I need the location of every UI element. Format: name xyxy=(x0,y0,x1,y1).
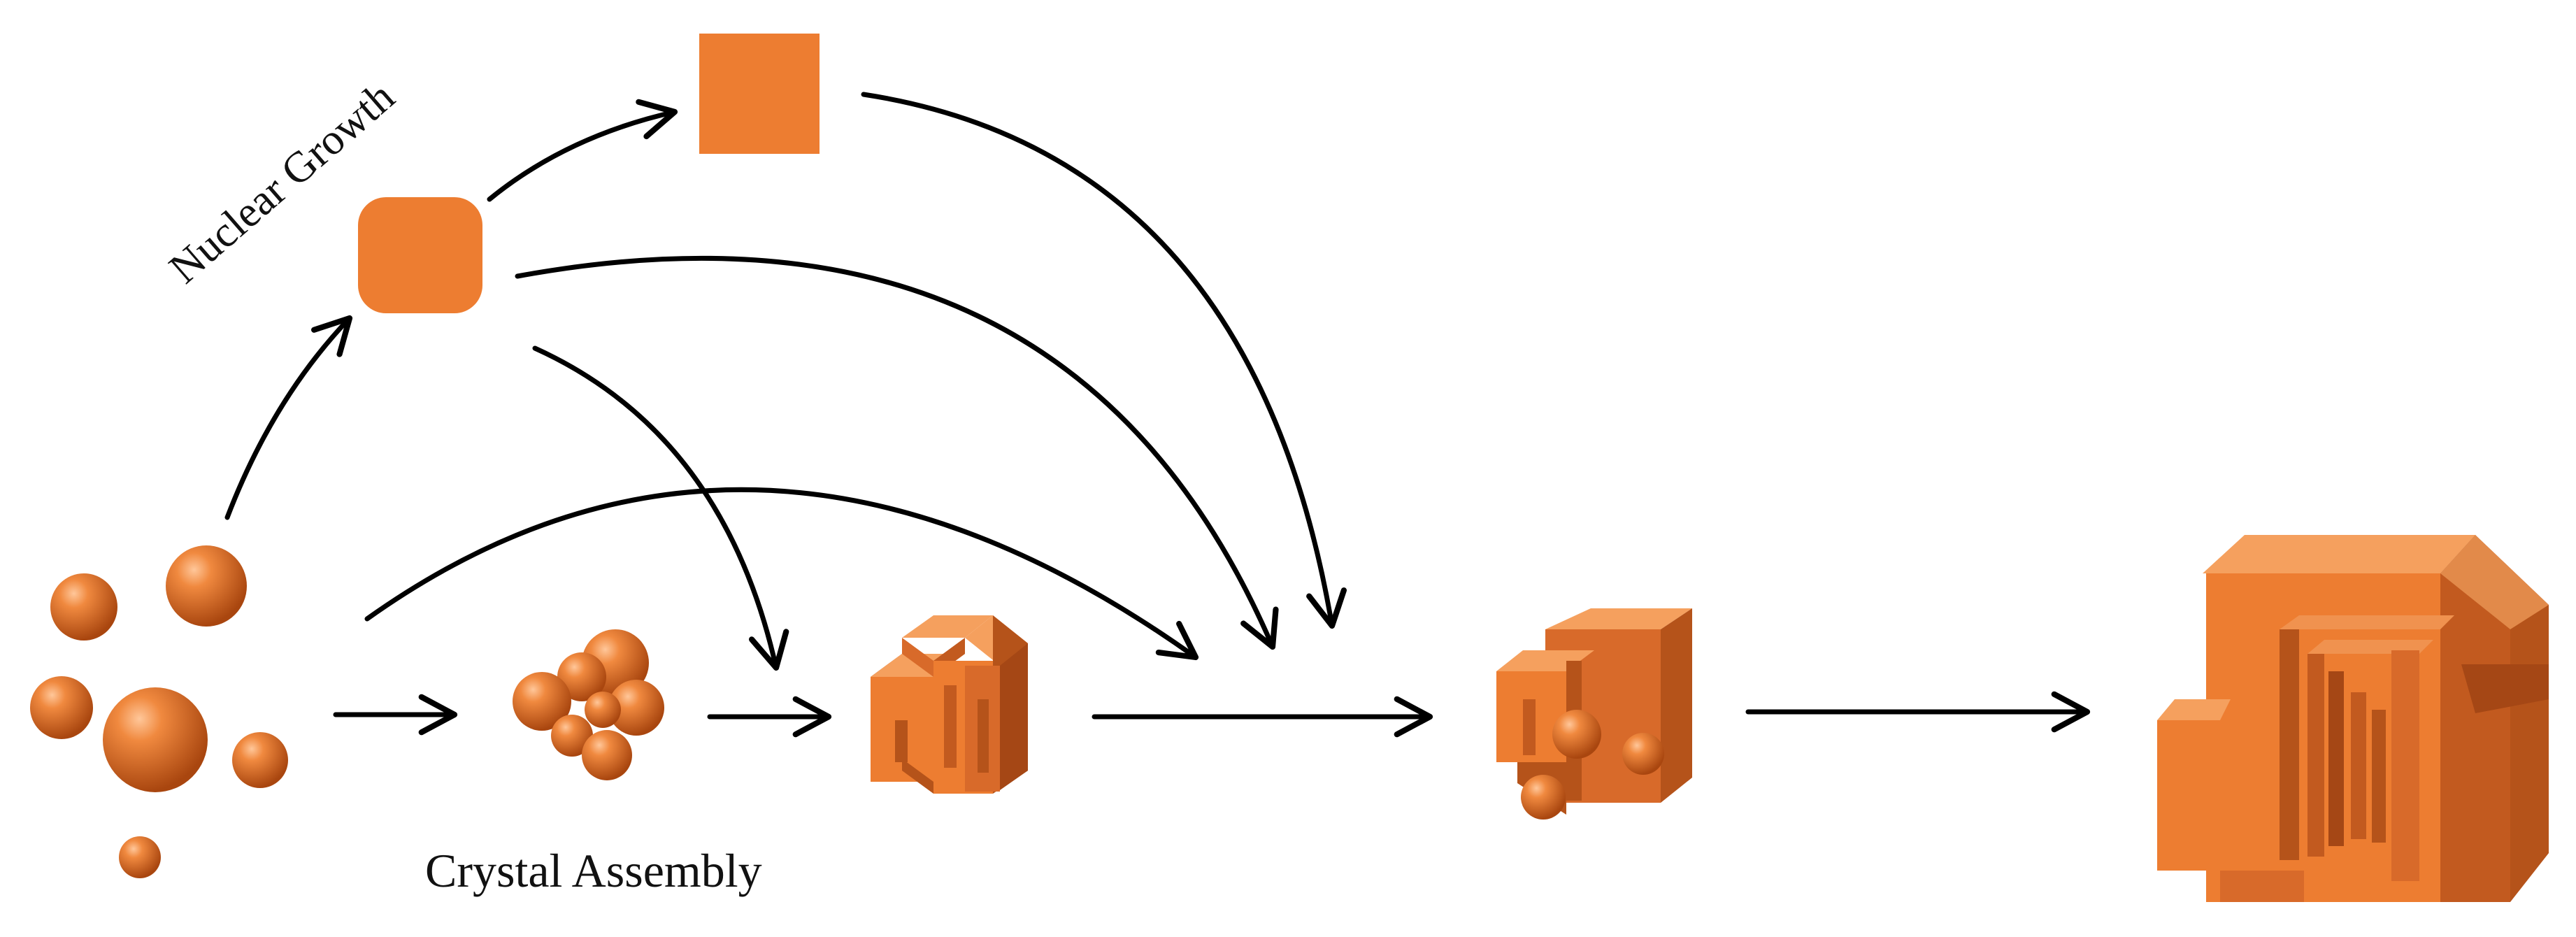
arrow-nuclei-to-main-axis xyxy=(364,487,1199,661)
arrow-nuclei-to-rounded-square xyxy=(224,315,353,520)
small-stepped-cube xyxy=(871,615,1028,794)
crystal-assembly-label: Crystal Assembly xyxy=(425,844,762,897)
aggregate-sphere xyxy=(608,680,664,736)
attached-sphere xyxy=(1622,733,1664,775)
rounded-square-particle xyxy=(358,197,482,313)
nucleus-sphere xyxy=(30,676,93,739)
nuclei-spheres xyxy=(30,545,288,878)
cube-with-spheres xyxy=(1496,608,1692,820)
nucleus-sphere xyxy=(119,836,161,878)
arrow-rounded-square-to-cube xyxy=(515,255,1279,650)
arrow-rounded-square-to-small-cube xyxy=(532,345,789,671)
aggregate-sphere xyxy=(513,672,571,731)
arrow-rounded-square-to-square xyxy=(487,99,678,202)
aggregate-sphere xyxy=(551,715,593,757)
nucleus-sphere xyxy=(232,732,288,788)
arrow-square-to-cube-with-spheres xyxy=(861,92,1347,629)
attached-sphere xyxy=(1552,710,1601,759)
nucleus-sphere xyxy=(50,573,117,641)
aggregate-sphere xyxy=(582,730,632,780)
square-particle xyxy=(699,34,820,154)
aggregate-sphere xyxy=(585,692,621,728)
sphere-aggregate xyxy=(513,629,664,780)
large-stepped-cube xyxy=(2157,535,2549,902)
nucleus-sphere xyxy=(103,687,208,792)
arrows xyxy=(224,92,2091,738)
attached-sphere xyxy=(1521,775,1566,820)
aggregate-sphere xyxy=(557,652,606,701)
nucleus-sphere xyxy=(166,545,247,627)
